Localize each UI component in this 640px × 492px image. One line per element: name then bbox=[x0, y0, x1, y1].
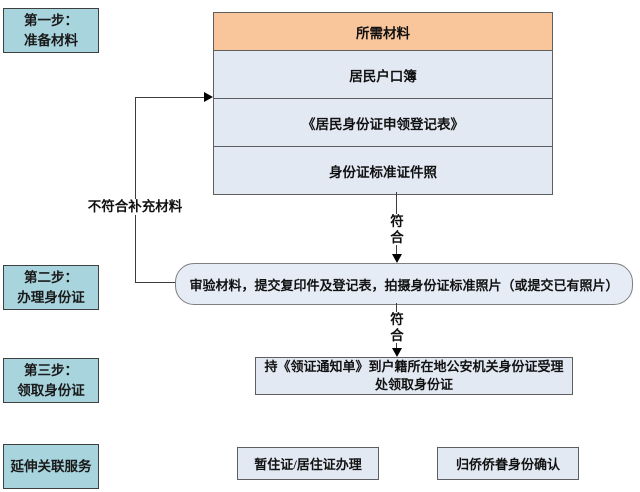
fail-label: 不符合补充材料 bbox=[85, 199, 185, 215]
receive-box: 持《领证通知单》到户籍所在地公安机关身份证受理处领取身份证 bbox=[255, 357, 573, 395]
step-2-line2: 办理身份证 bbox=[17, 289, 85, 305]
materials-table: 所需材料 居民户口簿 《居民身份证申领登记表》 身份证标准证件照 bbox=[213, 12, 553, 195]
step-2-box: 第二步： 办理身份证 bbox=[3, 265, 99, 310]
step-1-line1: 第一步： bbox=[24, 12, 78, 28]
service-box-residence-permit: 暂住证/居住证办理 bbox=[237, 447, 379, 480]
fail-path-bottom-line bbox=[135, 282, 177, 283]
fail-path-vertical-line bbox=[135, 97, 136, 282]
step-3-box: 第三步： 领取身份证 bbox=[3, 358, 99, 403]
pass-1-arrowhead bbox=[392, 254, 402, 263]
pass-1-label: 符合 bbox=[389, 214, 405, 246]
step-2-line1: 第二步： bbox=[24, 269, 78, 285]
materials-table-row: 身份证标准证件照 bbox=[214, 147, 552, 194]
materials-table-row: 居民户口簿 bbox=[214, 51, 552, 99]
fail-path-top-line bbox=[135, 97, 204, 98]
extended-services-label: 延伸关联服务 bbox=[10, 458, 92, 474]
pass-2-label: 符合 bbox=[389, 312, 405, 344]
extended-services-box: 延伸关联服务 bbox=[3, 444, 99, 489]
fail-path-arrowhead-into-table bbox=[204, 92, 213, 102]
step-3-line2: 领取身份证 bbox=[17, 382, 85, 398]
step-3-line1: 第三步： bbox=[24, 362, 78, 378]
service-box-returned-overseas-chinese: 归侨侨眷身份确认 bbox=[437, 447, 579, 480]
materials-table-header: 所需材料 bbox=[214, 13, 552, 51]
process-box: 审验材料，提交复印件及登记表，拍摄身份证标准照片（或提交已有照片） bbox=[175, 263, 633, 305]
step-1-line2: 准备材料 bbox=[24, 32, 78, 48]
step-1-box: 第一步： 准备材料 bbox=[3, 8, 99, 53]
pass-2-arrowhead bbox=[392, 348, 402, 357]
materials-table-row: 《居民身份证申领登记表》 bbox=[214, 99, 552, 147]
